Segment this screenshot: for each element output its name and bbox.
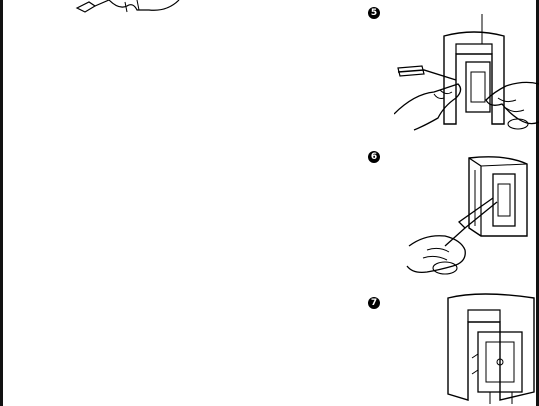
hand-screwdriver-wall-box-icon: [405, 150, 539, 278]
step-7-marker: 7: [368, 297, 380, 309]
step-5-marker: 5: [368, 7, 380, 19]
hands-screwdriver-outlet-icon: [394, 14, 539, 132]
step-6-marker: 6: [368, 151, 380, 163]
left-border-rule: [0, 0, 3, 406]
hand-partial-icon: [75, 0, 185, 16]
outlet-in-wall-box-icon: [440, 288, 539, 404]
